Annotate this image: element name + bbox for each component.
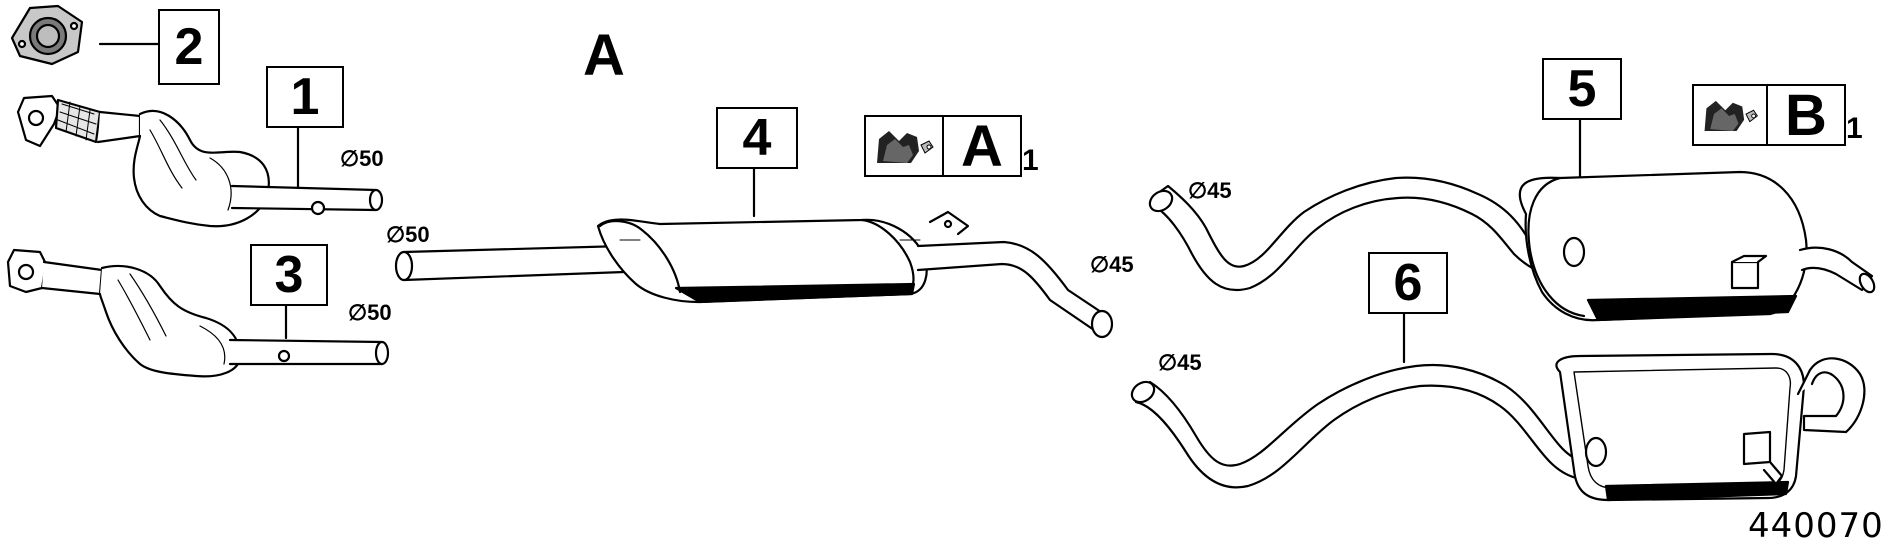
- diameter-label-3: ∅50: [348, 300, 392, 325]
- callout-6[interactable]: 6: [1368, 252, 1448, 314]
- diameter-label-5: ∅45: [1188, 178, 1232, 203]
- section-label: A: [583, 23, 625, 88]
- mount-bracket-a[interactable]: A: [864, 113, 1022, 179]
- flange-gasket-part: [10, 4, 160, 66]
- mount-bracket-b[interactable]: B: [1692, 82, 1846, 148]
- callout-2-label: 2: [174, 18, 204, 76]
- callout-6-label: 6: [1393, 254, 1423, 312]
- mount-bracket-b-letter: B: [1785, 82, 1827, 148]
- callout-1[interactable]: 1: [266, 66, 344, 128]
- callout-5[interactable]: 5: [1542, 58, 1622, 120]
- center-silencer-part: [394, 164, 1114, 339]
- diagram-reference-number: 440070: [1748, 506, 1884, 546]
- diameter-label-4: ∅45: [1090, 252, 1134, 277]
- diameter-label-2: ∅50: [386, 222, 430, 247]
- mount-bracket-a-letter: A: [961, 113, 1003, 179]
- rubber-mount-icon: [866, 117, 944, 175]
- rear-silencer-upper: [1148, 114, 1876, 322]
- callout-4[interactable]: 4: [716, 107, 798, 169]
- callout-4-label: 4: [742, 109, 772, 167]
- mount-bracket-b-subscript: 1: [1846, 112, 1863, 145]
- callout-2[interactable]: 2: [158, 9, 220, 85]
- callout-1-label: 1: [290, 68, 320, 126]
- catalytic-converter-upper: [16, 94, 384, 228]
- callout-3[interactable]: 3: [250, 244, 328, 306]
- diameter-label-1: ∅50: [340, 146, 384, 171]
- diameter-label-6: ∅45: [1158, 350, 1202, 375]
- rear-silencer-lower: [1130, 296, 1866, 502]
- catalytic-converter-lower: [6, 248, 390, 378]
- mount-bracket-a-subscript: 1: [1022, 144, 1039, 177]
- rubber-mount-icon: [1694, 86, 1768, 144]
- callout-5-label: 5: [1567, 60, 1597, 118]
- callout-3-label: 3: [274, 246, 304, 304]
